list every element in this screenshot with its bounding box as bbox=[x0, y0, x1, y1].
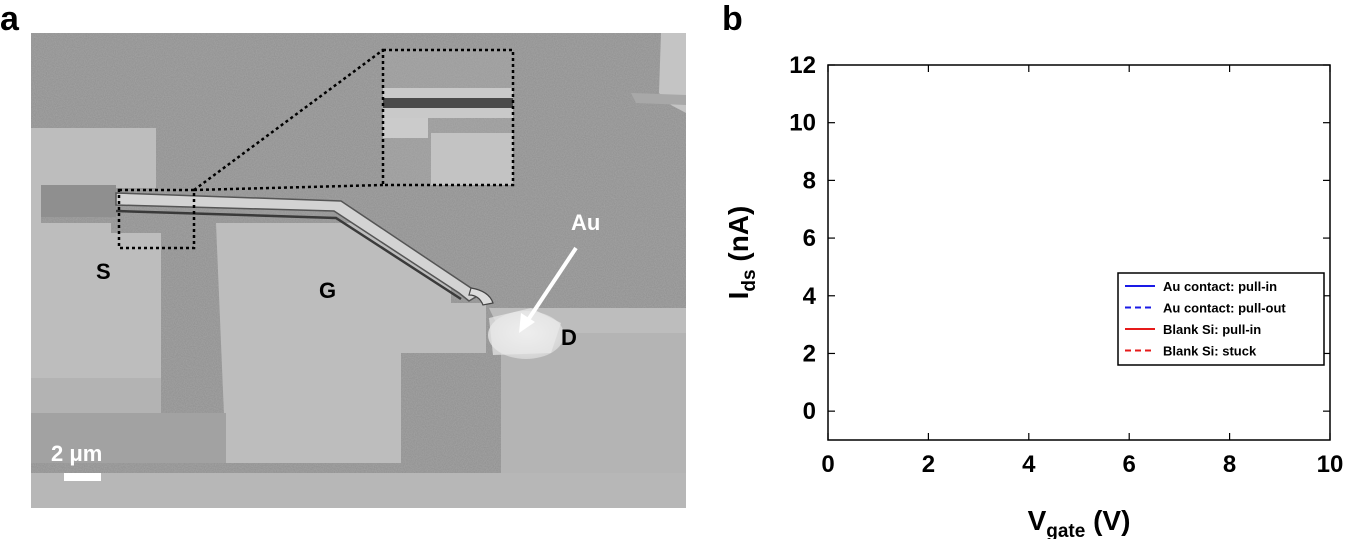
scale-bar bbox=[64, 473, 101, 481]
chart-legend: Au contact: pull-in Au contact: pull-outB… bbox=[1117, 272, 1325, 366]
gate-bottom-region bbox=[31, 413, 226, 463]
iv-chart: current limit at 10 nAcurrent limit at 1… bbox=[723, 52, 1343, 539]
cantilever-beam bbox=[115, 192, 481, 302]
source-electrode bbox=[31, 128, 161, 378]
zoom-source-box bbox=[117, 188, 196, 250]
y-tick-label: 12 bbox=[789, 52, 816, 79]
top-right-electrode bbox=[659, 33, 686, 113]
x-tick-label: 8 bbox=[1223, 451, 1236, 478]
y-tick-label: 4 bbox=[803, 283, 817, 310]
label-gold: Au bbox=[571, 210, 600, 235]
gate-electrode bbox=[216, 223, 486, 463]
panel-a-label: a bbox=[0, 0, 19, 38]
source-left-lead bbox=[41, 185, 116, 217]
bottom-left-electrode bbox=[31, 378, 161, 413]
legend-label-3: Blank Si: pull-in bbox=[1163, 322, 1261, 337]
plot-frame bbox=[827, 64, 1331, 441]
gold-pointer-arrowhead bbox=[519, 313, 535, 333]
legend-label-1: Au contact: pull-in bbox=[1163, 279, 1277, 294]
x-axis-label: Vgate (V) bbox=[1028, 505, 1131, 539]
panel-b-label: b bbox=[722, 0, 743, 38]
cantilever-tip bbox=[468, 287, 494, 306]
x-tick-label: 0 bbox=[821, 451, 834, 478]
y-axis-label-main: I bbox=[723, 292, 754, 300]
y-tick-label: 10 bbox=[789, 110, 816, 137]
drain-lower-region bbox=[501, 333, 686, 473]
label-source: S bbox=[96, 259, 111, 284]
y-axis-label: Ids (nA) bbox=[723, 206, 760, 300]
sem-micrograph: S G D Au 2 μm bbox=[31, 33, 686, 508]
y-tick-label: 0 bbox=[803, 398, 816, 425]
y-tick-label: 2 bbox=[803, 340, 816, 367]
label-gate: G bbox=[319, 278, 336, 303]
gate-gap-line bbox=[115, 209, 462, 301]
bottom-strip bbox=[31, 473, 686, 508]
gold-contact-glow bbox=[489, 308, 561, 355]
legend-label-2: Au contact: pull-out bbox=[1163, 301, 1286, 316]
y-axis-label-unit: (nA) bbox=[723, 206, 754, 270]
x-axis-label-unit: (V) bbox=[1085, 505, 1130, 536]
x-tick-label: 4 bbox=[1022, 451, 1036, 478]
y-tick-label: 8 bbox=[803, 167, 816, 194]
legend-box bbox=[1117, 272, 1325, 366]
y-tick-label: 6 bbox=[803, 225, 816, 252]
x-axis-label-main: V bbox=[1028, 505, 1047, 536]
zoom-line-top bbox=[193, 183, 384, 192]
gold-pointer-arrow bbox=[524, 246, 578, 325]
x-axis-label-sub: gate bbox=[1046, 521, 1085, 539]
x-tick-label: 10 bbox=[1317, 451, 1344, 478]
scale-bar-label: 2 μm bbox=[51, 441, 102, 466]
top-right-arm bbox=[631, 93, 686, 105]
x-tick-label: 2 bbox=[922, 451, 935, 478]
y-axis-label-sub: ds bbox=[739, 269, 760, 291]
x-tick-label: 6 bbox=[1123, 451, 1136, 478]
zoom-inset bbox=[381, 48, 515, 187]
label-drain: D bbox=[561, 325, 577, 350]
legend-label-4: Blank Si: stuck bbox=[1163, 344, 1257, 359]
